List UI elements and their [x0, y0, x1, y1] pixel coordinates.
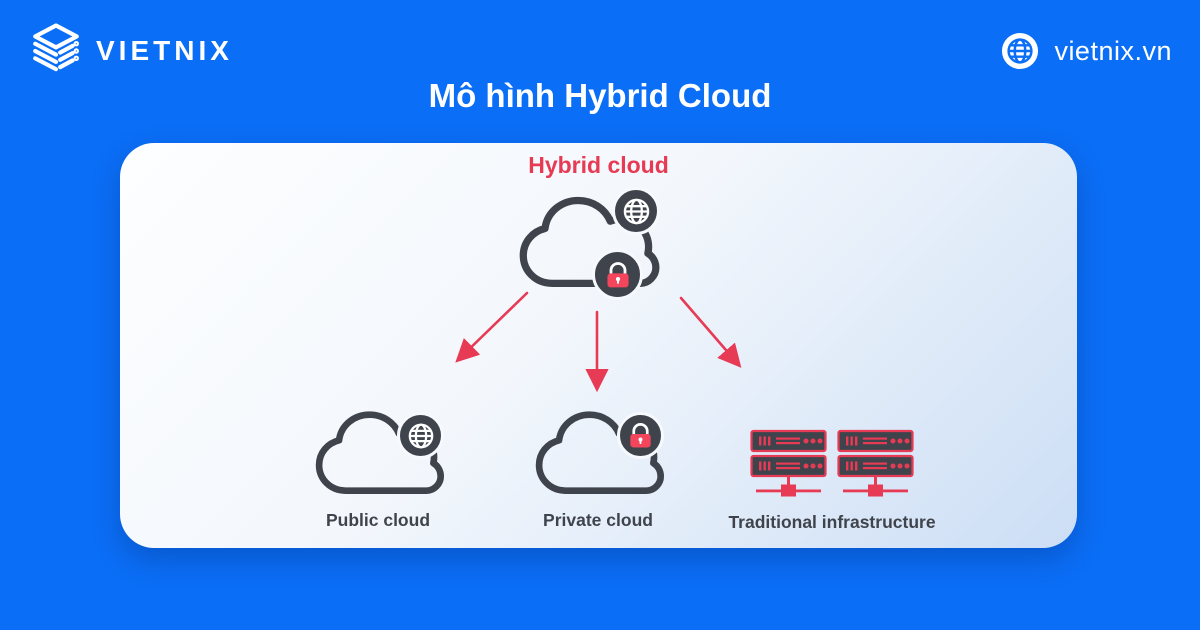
private-cloud-node: Private cloud: [523, 406, 673, 531]
server-column: [837, 429, 914, 497]
diagram-card: Hybrid cloud: [120, 143, 1077, 548]
public-cloud-node: Public cloud: [303, 406, 453, 531]
cloud-globe-icon: [308, 408, 448, 503]
page-title: Mô hình Hybrid Cloud: [428, 77, 772, 114]
server-rack-icon: [750, 428, 914, 503]
traditional-infrastructure-node: Traditional infrastructure: [726, 406, 938, 533]
private-cloud-label: Private cloud: [543, 510, 653, 530]
public-cloud-label: Public cloud: [325, 510, 431, 530]
website-link: vietnix.vn: [1001, 32, 1172, 70]
hybrid-cloud-icon: [515, 183, 670, 308]
cloud-lock-icon: [528, 408, 668, 503]
brand-name: VIETNIX: [96, 35, 233, 66]
lock-badge-icon: [617, 412, 664, 459]
arrow-to-traditional: [679, 296, 742, 368]
hybrid-cloud-label: Hybrid cloud: [528, 152, 669, 178]
globe-badge-icon: [397, 412, 444, 459]
traditional-infrastructure-label: Traditional infrastructure: [728, 512, 936, 532]
server-column: [750, 429, 827, 497]
globe-badge-icon: [612, 187, 660, 235]
lock-badge-icon: [592, 249, 643, 300]
vietnix-stack-logo-icon: [33, 23, 79, 72]
brand-logo: VIETNIX: [30, 22, 233, 80]
website-url: vietnix.vn: [1054, 35, 1172, 66]
globe-icon: [1002, 32, 1039, 70]
